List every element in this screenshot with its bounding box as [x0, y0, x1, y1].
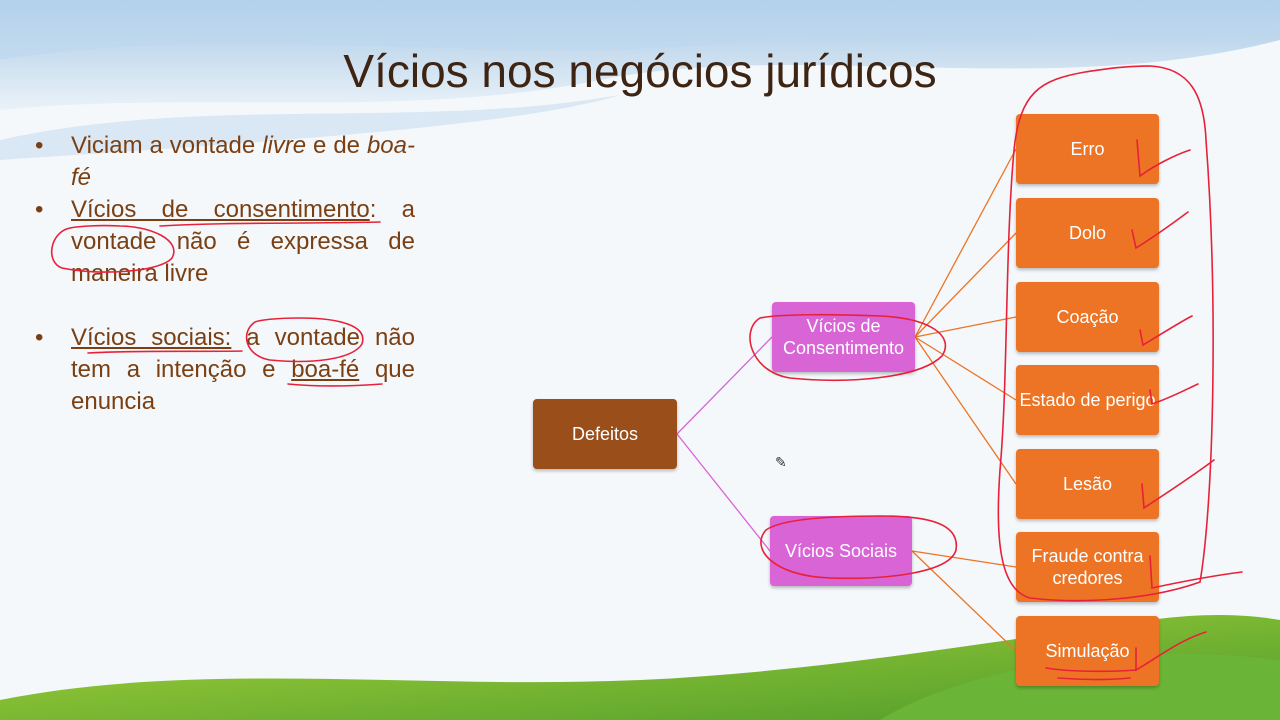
node-fraude-contra-credores[interactable]: Fraude contra credores	[1016, 532, 1159, 602]
bullet-text: que enuncia	[71, 356, 415, 415]
node-label: Lesão	[1062, 474, 1113, 494]
node-label: Defeitos	[571, 424, 639, 444]
node-label: Estado de perigo	[1019, 390, 1156, 410]
bullet-text: e de	[306, 132, 367, 159]
bullet-item: Viciam a vontade livre e de boa-fé	[35, 130, 415, 194]
node-defeitos[interactable]: Defeitos	[533, 399, 677, 469]
node-vicios-sociais[interactable]: Vícios Sociais	[770, 516, 912, 586]
node-label: Vícios de Consentimento	[782, 316, 905, 358]
node-label: Coação	[1056, 307, 1119, 327]
node-label: Vícios Sociais	[784, 541, 898, 561]
node-dolo[interactable]: Dolo	[1016, 198, 1159, 268]
bullet-term: Vícios sociais:	[71, 324, 232, 351]
node-label: Simulação	[1045, 641, 1130, 661]
pencil-cursor-icon: ✎	[775, 454, 787, 470]
bullet-emphasis: livre	[262, 132, 307, 159]
bullet-item: Vícios de consentimento: a vontade não é…	[35, 194, 415, 290]
bullet-text: Viciam a vontade	[71, 132, 263, 159]
bullet-term: boa-fé	[291, 356, 360, 383]
node-coacao[interactable]: Coação	[1016, 282, 1159, 352]
node-label: Erro	[1070, 139, 1105, 159]
bullet-emphasis: boa-fé	[71, 132, 415, 191]
bullet-term: Vícios de consentimento	[71, 196, 370, 223]
slide-title: Vícios nos negócios jurídicos	[343, 45, 937, 97]
node-lesao[interactable]: Lesão	[1016, 449, 1159, 519]
node-vicios-consentimento[interactable]: Vícios de Consentimento	[772, 302, 915, 372]
node-simulacao[interactable]: Simulação	[1016, 616, 1159, 686]
bullet-item: Vícios sociais: a vontade não tem a inte…	[35, 322, 415, 418]
node-erro[interactable]: Erro	[1016, 114, 1159, 184]
node-label: Fraude contra credores	[1031, 546, 1144, 588]
node-label: Dolo	[1068, 223, 1107, 243]
bullet-list: Viciam a vontade livre e de boa-fé Vício…	[35, 130, 415, 418]
node-estado-de-perigo[interactable]: Estado de perigo	[1016, 365, 1159, 435]
